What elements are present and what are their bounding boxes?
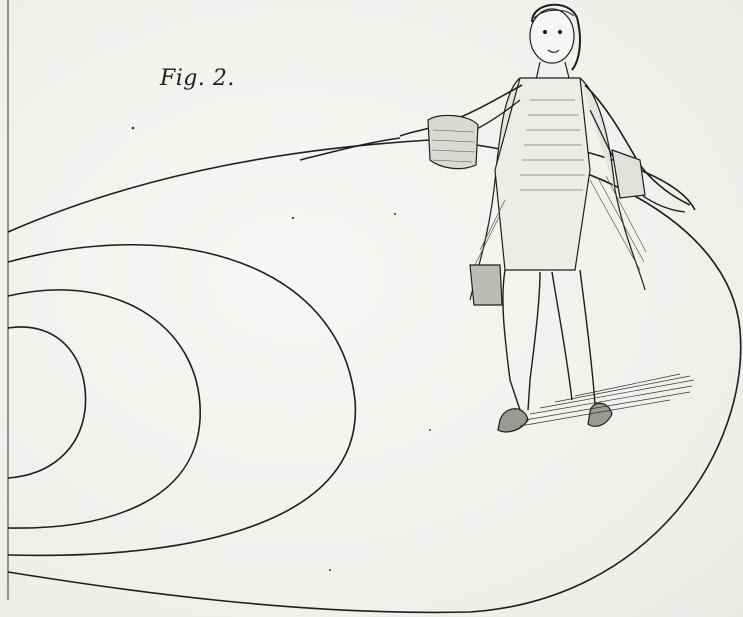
field-line-third [8,245,355,556]
field-line-outer [8,140,741,612]
paper-specks [132,127,431,571]
field-line-second [8,290,200,528]
standing-man-figure [400,5,694,432]
rod-left [300,138,400,160]
field-lines [8,140,741,612]
field-line-inner [8,327,86,478]
